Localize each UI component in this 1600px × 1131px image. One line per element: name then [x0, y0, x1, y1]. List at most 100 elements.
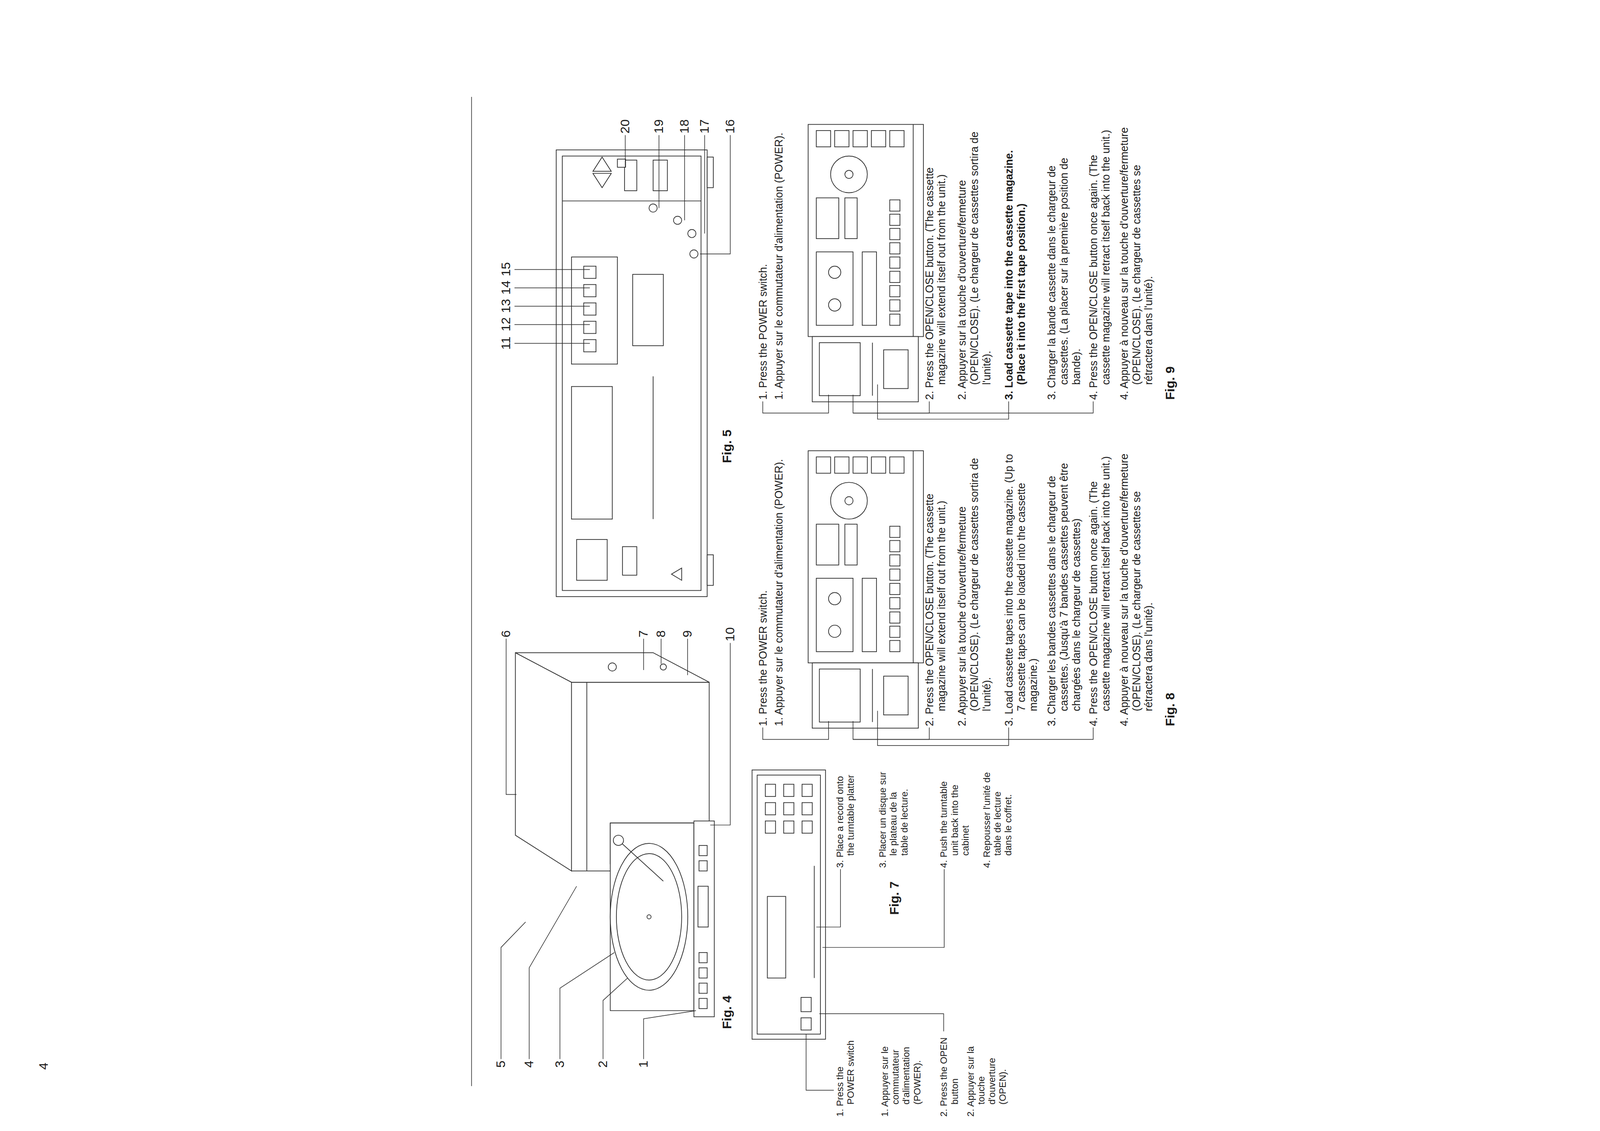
player-front-drawing-part — [652, 376, 654, 520]
figure-label: Fig. 9 — [1163, 366, 1177, 400]
instruction-text: 2. Press the OPEN/CLOSE button. (The cas… — [923, 122, 949, 400]
callout-number: 14 — [499, 280, 513, 295]
callout-number: 20 — [618, 119, 632, 134]
callout-number: 15 — [499, 262, 513, 277]
player-front-drawing-part — [653, 160, 668, 191]
instruction-text: 1. Appuyer sur le commutateur d'alimenta… — [879, 1033, 923, 1118]
turntable-drawing-part — [613, 835, 624, 846]
turntable-front-drawing-part — [752, 770, 826, 1040]
turntable-front-drawing-part — [814, 866, 815, 979]
player-front-drawing-part — [673, 216, 682, 225]
callout-number: 13 — [499, 298, 513, 313]
leader-line — [816, 869, 841, 928]
leader-line — [852, 401, 1093, 414]
callout-number: 1 — [636, 1060, 651, 1069]
callout-number: 7 — [636, 630, 651, 638]
turntable-drawing-part — [616, 853, 682, 981]
cassette-deck-drawing — [808, 450, 924, 729]
instruction-text: 1. Press the POWER switch. — [756, 448, 770, 727]
figure-label: Fig. 5 — [720, 429, 734, 464]
callout-number: 10 — [723, 627, 737, 642]
instruction-text: 4. Repousser l'unité de table de lecture… — [981, 771, 1014, 869]
turntable-front-drawing-part — [767, 896, 786, 979]
leader-line — [877, 711, 1009, 746]
turntable-front-drawing-part — [783, 821, 795, 834]
turntable-front-drawing-part — [757, 775, 821, 1035]
turntable-front-drawing-part — [765, 821, 776, 834]
instruction-text: 4. Appuyer à nouveau sur la touche d'ouv… — [1118, 122, 1155, 400]
callout-number: 4 — [522, 1060, 536, 1069]
turntable-drawing-part — [697, 886, 709, 928]
cassette-deck-drawing — [808, 124, 924, 403]
turntable-drawing-part — [660, 664, 667, 671]
leader-line — [643, 1010, 697, 1060]
player-front-drawing-part — [592, 157, 612, 172]
callout-number: 12 — [499, 317, 513, 332]
instruction-text: 3. Charger la bande cassette dans le cha… — [1045, 122, 1083, 400]
leader-line — [514, 269, 590, 270]
leader-line — [501, 922, 526, 1060]
leader-line — [852, 727, 1093, 740]
player-front-drawing-part — [571, 386, 613, 520]
leader-line — [819, 1013, 944, 1032]
turntable-front-drawing-part — [802, 802, 813, 816]
instruction-text: 1. Appuyer sur le commutateur d'alimenta… — [772, 122, 786, 400]
callout-number: 3 — [552, 1060, 567, 1069]
instruction-text: 2. Appuyer sur la touche d'ouverture/fer… — [955, 122, 993, 400]
turntable-front-drawing-part — [783, 784, 795, 798]
player-front-drawing-part — [562, 156, 701, 591]
leader-line — [603, 978, 628, 1060]
leader-line — [684, 135, 685, 221]
player-front-drawing-part — [583, 284, 596, 298]
turntable-drawing-part — [698, 968, 707, 979]
leader-line — [514, 306, 590, 307]
header-rule — [471, 96, 472, 1087]
turntable-drawing-part — [586, 682, 588, 872]
turntable-drawing-part — [698, 998, 707, 1009]
turntable-drawing — [515, 652, 715, 1017]
callout-number: 17 — [697, 119, 712, 134]
player-front-drawing-part — [592, 173, 612, 188]
instruction-text: 2. Appuyer sur la touche d'ouverture/fer… — [955, 448, 993, 727]
instruction-text: 3. Load cassette tape into the cassette … — [1002, 122, 1028, 400]
callout-number: 6 — [499, 630, 513, 638]
player-front-drawing-part — [571, 256, 618, 365]
turntable-front-drawing-part — [802, 784, 813, 798]
leader-line — [852, 721, 929, 740]
turntable-front-drawing-part — [800, 997, 812, 1012]
leader-line — [660, 639, 662, 665]
turntable-front-drawing-part — [765, 784, 776, 798]
player-front-drawing-part — [583, 321, 596, 334]
turntable-front-drawing-part — [800, 1018, 812, 1031]
player-front-drawing — [556, 149, 714, 597]
instruction-text: 4. Appuyer à nouveau sur la touche d'ouv… — [1118, 448, 1155, 727]
instruction-text: 4. Push the turntable unit back into the… — [938, 771, 971, 869]
player-front-drawing-part — [583, 266, 596, 279]
callout-number: 5 — [493, 1060, 508, 1069]
figure-label: Fig. 8 — [1163, 692, 1177, 727]
instruction-text: 4. Press the OPEN/CLOSE button once agai… — [1087, 122, 1113, 400]
leader-line — [710, 643, 731, 826]
instruction-text: 3. Load cassette tapes into the cassette… — [1002, 448, 1040, 727]
turntable-drawing-part — [698, 845, 707, 856]
leader-line — [762, 721, 829, 740]
leader-line — [877, 384, 1009, 420]
turntable-drawing-part — [515, 652, 710, 683]
leader-line — [822, 869, 945, 948]
callout-number: 18 — [677, 119, 692, 134]
turntable-drawing-part — [698, 983, 707, 994]
leader-line — [658, 135, 660, 209]
leader-line — [852, 394, 929, 414]
leader-line — [506, 639, 517, 795]
instruction-text: 1. Appuyer sur le commutateur d'alimenta… — [772, 448, 786, 727]
player-front-drawing-part — [632, 274, 664, 346]
instruction-text: 1. Press the POWER switch — [834, 1033, 857, 1118]
turntable-drawing-part — [698, 861, 707, 872]
leader-line — [560, 952, 615, 1060]
player-front-drawing-part — [562, 200, 701, 202]
player-front-drawing-part — [648, 204, 657, 213]
instruction-text: 2. Press the OPEN button — [938, 1033, 961, 1118]
leader-line — [624, 135, 626, 168]
